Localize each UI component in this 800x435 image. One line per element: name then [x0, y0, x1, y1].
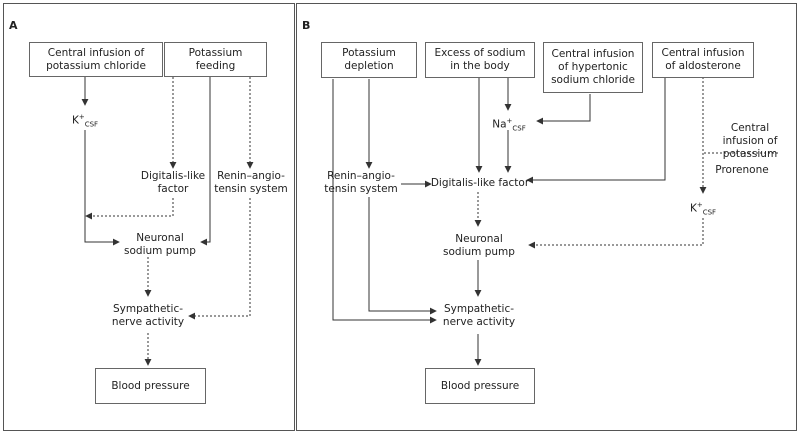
arrow-a-dlf-to-join [85, 198, 174, 220]
arrow-a-kcsf-to-pump [84, 130, 120, 246]
arrow-b-aldo-to-dlf [526, 77, 666, 184]
arrow-b-hyper-to-na [536, 94, 591, 125]
na-csf-label: Na+CSF [492, 117, 526, 133]
excess-sodium-box: Excess of sodium in the body [425, 42, 535, 78]
central-infusion-kcl-box: Central infusion of potassium chloride [29, 42, 163, 77]
blood-pressure-box-b: Blood pressure [425, 368, 535, 404]
arrow-b-ras-to-sna [368, 197, 437, 315]
sympathetic-nerve-activity-a: Sympathetic- nerve activity [111, 303, 185, 328]
arrow-b-kcsf-to-pump [528, 218, 704, 249]
prorenone-label: Prorenone [715, 164, 769, 176]
neuronal-sodium-pump-b: Neuronal sodium pump [443, 233, 515, 258]
digitalis-like-factor-a: Digitalis-like factor [140, 170, 206, 195]
panel-b-label: B [302, 19, 311, 32]
sympathetic-nerve-activity-b: Sympathetic- nerve activity [442, 303, 516, 328]
k-csf-label-b: K+CSF [689, 201, 717, 217]
renin-angiotensin-a: Renin–angio- tensin system [214, 170, 288, 195]
central-infusion-aldosterone-box: Central infusion of aldosterone [652, 42, 754, 78]
blood-pressure-box-a: Blood pressure [95, 368, 206, 404]
neuronal-sodium-pump-a: Neuronal sodium pump [124, 232, 196, 257]
panel-a-label: A [9, 19, 18, 32]
arrow-b-depl-to-sna [332, 79, 437, 324]
arrow-a-feeding-to-pump [200, 77, 211, 246]
central-infusion-potassium-label: Central infusion of potassium [722, 122, 778, 160]
k-csf-label-a: K+CSF [71, 113, 99, 129]
panel-a [3, 3, 295, 431]
potassium-depletion-box: Potassium depletion [321, 42, 417, 78]
central-infusion-hypertonic-box: Central infusion of hypertonic sodium ch… [543, 42, 643, 93]
renin-angiotensin-b: Renin–angio- tensin system [324, 170, 398, 195]
arrow-a-ras-to-sna [188, 198, 251, 320]
potassium-feeding-box: Potassium feeding [164, 42, 267, 77]
panel-b [296, 3, 797, 431]
digitalis-like-factor-b: Digitalis-like factor [430, 177, 530, 189]
